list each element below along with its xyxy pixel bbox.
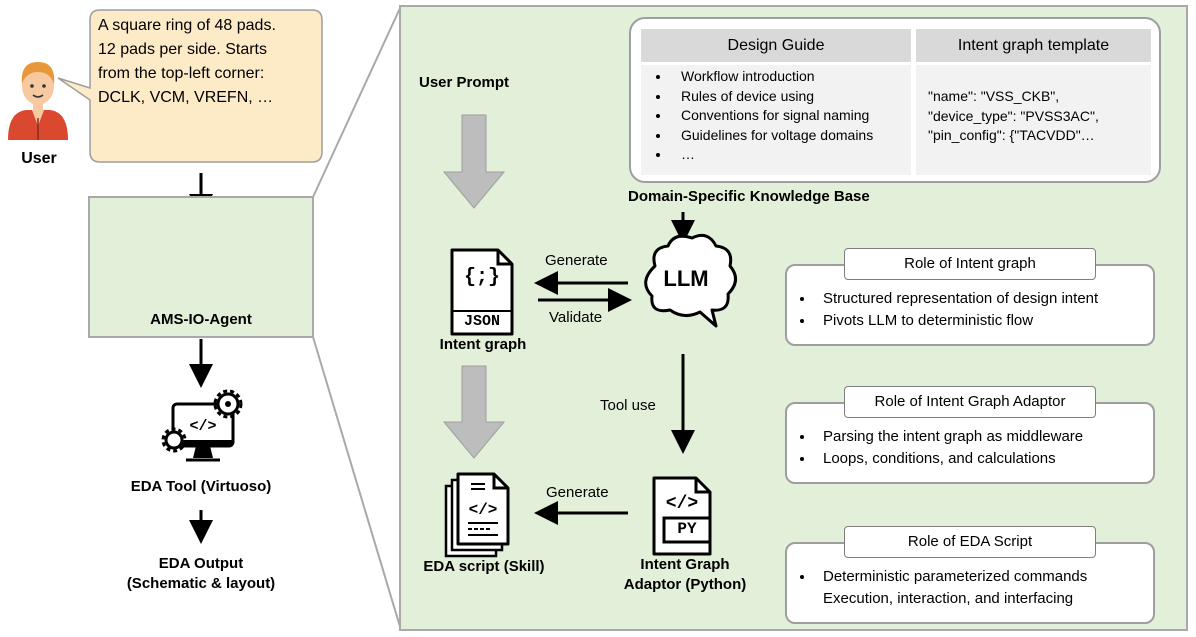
prompt-line: A square ring of 48 pads. [98,17,276,34]
computer-gear-icon: </> [161,389,243,462]
eda-tool-label: EDA Tool (Virtuoso) [130,478,272,495]
gray-arrow-graph [442,365,506,459]
agent-box [88,196,314,338]
template-header: Intent graph template [916,29,1151,62]
user-prompt-bubble: A square ring of 48 pads. 12 pads per si… [98,14,318,110]
design-guide-list: Workflow introduction Rules of device us… [641,65,911,175]
prompt-line: 12 pads per side. Starts [98,41,267,58]
list-item: Rules of device using [671,87,911,107]
role-item: Loops, conditions, and calculations [815,448,1083,470]
svg-text:</>: </> [469,501,498,519]
role-card-eda-script: Role of EDA Script Deterministic paramet… [785,526,1155,624]
list-item: … [671,145,911,165]
tool-use-label: Tool use [600,397,656,414]
list-item: Workflow introduction [671,67,911,87]
role-item: Parsing the intent graph as middleware [815,426,1083,448]
role-item: Execution, interaction, and interfacing [823,590,1074,607]
template-line: "device_type": "PVSS3AC", [928,107,1099,124]
script-file-icon: </> [444,472,510,558]
eda-output-line: (Schematic & layout) [126,575,276,592]
zoom-line-top [312,5,402,198]
role-item: Deterministic parameterized commands [815,566,1087,588]
json-file-icon [450,248,514,336]
generate-script-label: Generate [546,484,609,501]
role-item: Structured representation of design inte… [815,288,1098,310]
svg-text:</>: </> [666,494,698,514]
user-label: User [21,150,57,167]
prompt-bubble-shape [57,9,323,163]
role-card-intent-graph: Role of Intent graph Structured represen… [785,248,1155,346]
json-icon-label: JSON [463,313,500,330]
agent-label: AMS-IO-Agent [150,311,252,328]
list-item: Conventions for signal naming [671,106,911,126]
knowledge-base-caption: Domain-Specific Knowledge Base [628,188,870,205]
role-title: Role of EDA Script [844,526,1096,558]
prompt-line: from the top-left corner: [98,65,265,82]
role-title: Role of Intent graph [844,248,1096,280]
intent-graph-label: Intent graph [439,336,527,353]
py-icon-label: PY [677,520,697,538]
template-line: "name": "VSS_CKB", [928,88,1060,104]
prompt-line: DCLK, VCM, VREFN, … [98,89,274,106]
zoom-line-bottom [312,336,402,631]
svg-text:</>: </> [189,418,216,435]
adaptor-label: Intent Graph Adaptor (Python) [600,555,770,595]
llm-cloud-icon [644,233,737,328]
knowledge-base-card: Design Guide Intent graph template Workf… [629,17,1161,183]
role-title: Role of Intent Graph Adaptor [844,386,1096,418]
validate-label: Validate [549,309,603,326]
user-avatar-icon [8,62,68,140]
generate-label: Generate [545,252,608,269]
role-item: Pivots LLM to deterministic flow [815,310,1098,332]
adaptor-label-line: Intent Graph [640,556,730,573]
gray-arrow-prompt [442,114,506,209]
user-prompt-label: User Prompt [419,74,510,91]
list-item: Guidelines for voltage domains [671,126,911,146]
design-guide-header: Design Guide [641,29,911,62]
llm-label: LLM [663,266,709,291]
adaptor-label-line: Adaptor (Python) [623,576,747,593]
template-line: "pin_config": {"TACVDD"… [928,127,1095,143]
role-card-adaptor: Role of Intent Graph Adaptor Parsing the… [785,386,1155,484]
eda-output-line: EDA Output [158,555,244,572]
json-icon-glyph: {;} [463,266,500,289]
eda-script-label: EDA script (Skill) [423,558,545,575]
eda-output-label: EDA Output (Schematic & layout) [91,554,311,594]
template-body: "name": "VSS_CKB", "device_type": "PVSS3… [916,65,1151,175]
python-file-icon: </> [652,476,712,556]
